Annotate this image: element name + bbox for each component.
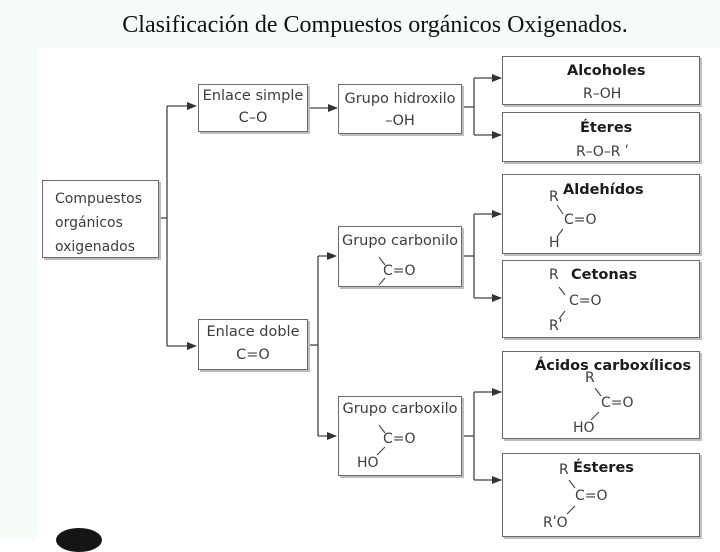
aldehidos-label: Aldehídos (563, 182, 644, 198)
acidos-co: C=O (601, 395, 634, 411)
aldehidos-box: Aldehídos R C=O H (502, 174, 700, 254)
alcoholes-box: Alcoholes R–OH (502, 56, 700, 105)
grupo-carboxilo-box: Grupo carboxilo C=O HO (338, 396, 462, 476)
eteres-box: Éteres R–O–R ʹ (502, 112, 700, 162)
enlace-doble-formula: C=O (236, 347, 270, 363)
cetonas-co: C=O (569, 293, 602, 309)
acidos-label: Ácidos carboxílicos (535, 358, 692, 374)
root-line-3: oxigenados (55, 239, 136, 255)
carbonilo-formula: C=O (383, 263, 416, 279)
enlace-doble-box: Enlace doble C=O (198, 319, 308, 370)
esteres-bonds (566, 479, 576, 515)
carboxilo-formula: C=O (383, 431, 416, 447)
enlace-doble-label: Enlace doble (206, 324, 300, 340)
grupo-hidroxilo-box: Grupo hidroxilo –OH (338, 84, 462, 134)
connector-lines (159, 74, 502, 484)
root-line-1: Compuestos (55, 191, 142, 207)
hidroxilo-formula: –OH (385, 113, 415, 129)
carbonilo-label: Grupo carbonilo (341, 233, 459, 249)
esteres-ro: RʹO (543, 515, 568, 531)
cetonas-r1: R (549, 267, 559, 283)
eteres-label: Éteres (580, 120, 633, 136)
aldehidos-h: H (549, 235, 560, 251)
esteres-co: C=O (575, 488, 608, 504)
acidos-ho: HO (573, 420, 595, 436)
esteres-label: Ésteres (573, 460, 634, 476)
enlace-simple-formula: C–O (238, 110, 268, 126)
enlace-simple-label: Enlace simple (202, 88, 304, 104)
acidos-bonds (590, 387, 602, 421)
aldehidos-co: C=O (564, 212, 597, 228)
cetonas-r2: Rʹ (549, 318, 563, 334)
eteres-formula: R–O–R ʹ (576, 144, 629, 160)
carboxilo-bonds (376, 424, 386, 456)
page-title: Clasificación de Compuestos orgánicos Ox… (122, 12, 628, 38)
logo-icon (56, 528, 102, 552)
enlace-simple-box: Enlace simple C–O (198, 84, 308, 132)
cetonas-box: Cetonas R C=O Rʹ (502, 260, 700, 338)
cetonas-label: Cetonas (571, 267, 638, 283)
root-box: Compuestos orgánicos oxigenados (42, 180, 159, 258)
acidos-carboxilicos-box: Ácidos carboxílicos R C=O HO (502, 351, 700, 439)
hidroxilo-label: Grupo hidroxilo (344, 91, 456, 107)
cetonas-bonds (558, 286, 566, 320)
carbonilo-bonds (378, 256, 386, 286)
alcoholes-label: Alcoholes (567, 63, 646, 79)
root-line-2: orgánicos (55, 215, 123, 231)
acidos-r: R (585, 370, 595, 386)
aldehidos-r: R (549, 189, 559, 205)
aldehidos-bonds (556, 204, 564, 238)
carboxilo-label: Grupo carboxilo (342, 401, 458, 417)
alcoholes-formula: R–OH (583, 86, 622, 102)
grupo-carbonilo-box: Grupo carbonilo C=O (338, 226, 462, 287)
esteres-box: Ésteres R C=O RʹO (502, 453, 700, 537)
esteres-r: R (559, 462, 569, 478)
carboxilo-ho: HO (357, 455, 379, 471)
